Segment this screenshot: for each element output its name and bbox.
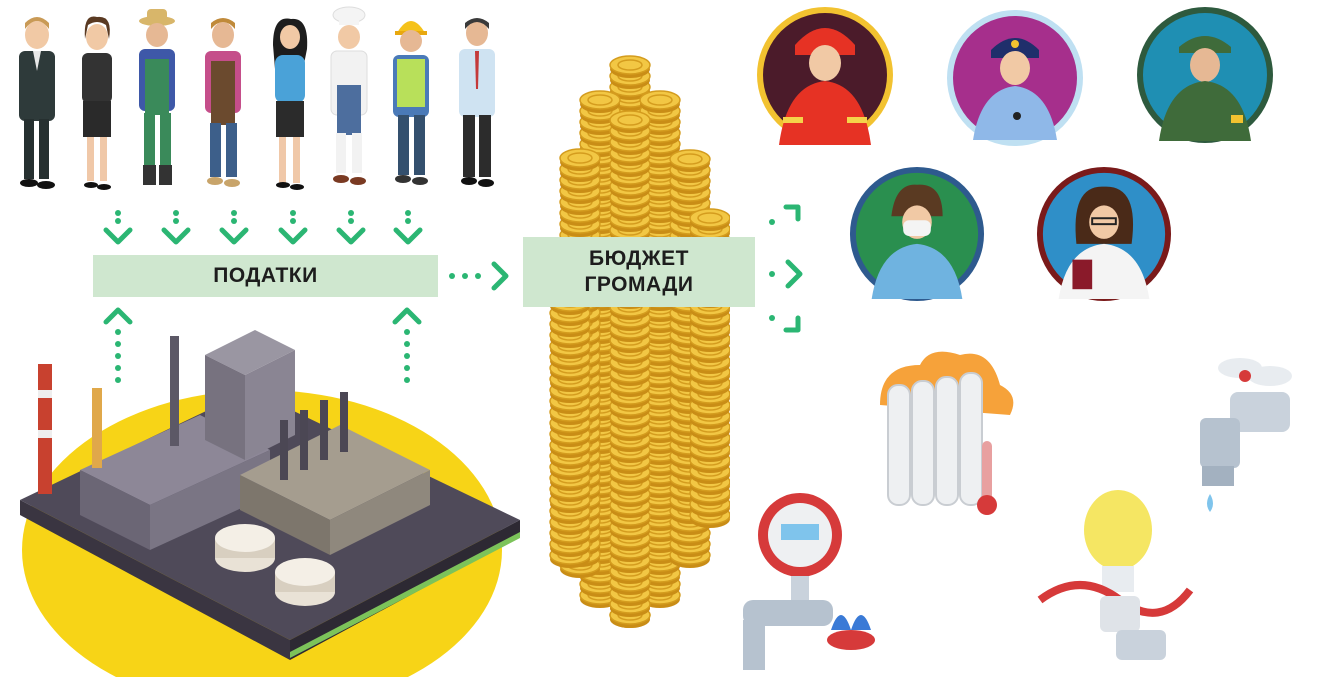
taxes-label: ПОДАТКИ xyxy=(93,255,438,297)
soldier-icon xyxy=(1137,7,1273,143)
arrow-down-icon xyxy=(161,227,191,245)
arrow-down-icon xyxy=(103,227,133,245)
nurse-icon xyxy=(849,166,985,302)
arrow-down-icon xyxy=(278,227,308,245)
arrow-up-icon xyxy=(392,307,422,325)
taxes-label-text: ПОДАТКИ xyxy=(213,264,318,287)
arrow-down-icon xyxy=(393,227,423,245)
farmer-icon xyxy=(139,9,175,185)
woman-icon xyxy=(273,18,308,190)
builder-icon xyxy=(393,21,429,185)
gas-meter-icon xyxy=(743,493,875,670)
arrow-up-right-icon xyxy=(783,204,801,222)
radiator-icon xyxy=(880,351,1014,515)
firefighter-icon xyxy=(757,7,893,145)
arrow-down-right-icon xyxy=(783,315,801,333)
craftsman-icon xyxy=(205,18,241,187)
arrow-up-icon xyxy=(103,307,133,325)
arrow-down-icon xyxy=(336,227,366,245)
businesswoman-icon xyxy=(82,16,112,190)
teacher-icon xyxy=(1036,166,1172,302)
businessman-icon xyxy=(19,17,55,189)
water-tap-icon xyxy=(1200,358,1292,512)
arrow-right-icon xyxy=(785,259,803,289)
community-budget-label: БЮДЖЕТ ГРОМАДИ xyxy=(523,237,755,307)
office-worker-icon xyxy=(459,18,495,187)
budget-label-line2: ГРОМАДИ xyxy=(584,273,694,296)
arrow-right-icon xyxy=(491,261,509,291)
budget-label-line1: БЮДЖЕТ xyxy=(588,247,689,270)
taxpayers-group xyxy=(19,6,495,190)
chef-icon xyxy=(330,6,368,185)
police-officer-icon xyxy=(947,10,1083,146)
light-bulb-icon xyxy=(1037,490,1194,660)
factory-icon xyxy=(20,330,520,677)
arrow-down-icon xyxy=(219,227,249,245)
